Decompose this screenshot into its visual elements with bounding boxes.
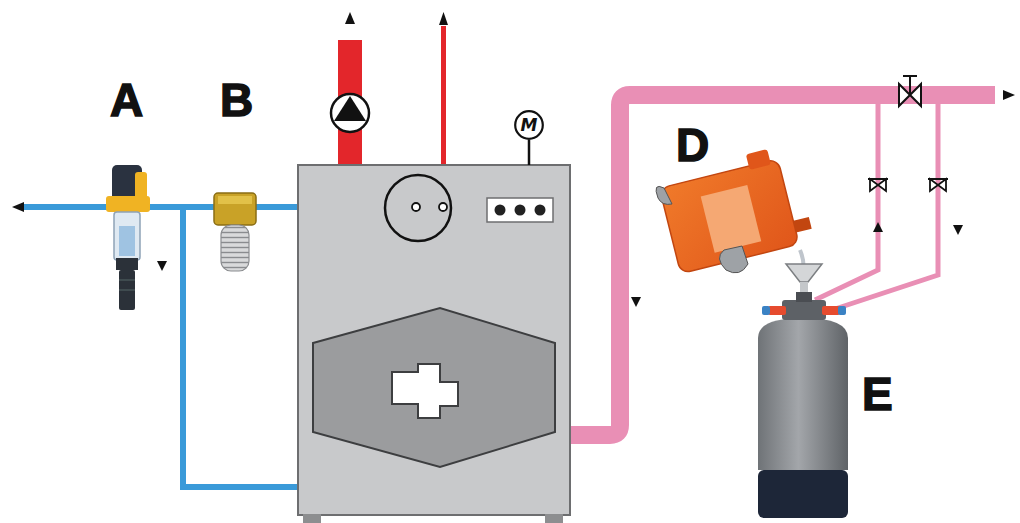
boiler-part	[528, 140, 531, 165]
motor-letter: M	[521, 117, 538, 134]
bypass-lines-part	[870, 179, 886, 191]
bypass-lines-part	[873, 222, 883, 232]
boiler-part	[535, 205, 546, 216]
return-pipe-part	[631, 297, 641, 307]
boiler	[298, 140, 570, 523]
boiler-part	[412, 203, 420, 211]
softener-tank	[758, 292, 848, 518]
boiler-part	[392, 364, 458, 418]
chemical-canister-part-part	[659, 159, 799, 274]
flow-pipe-part	[439, 12, 448, 25]
boiler-part	[439, 203, 447, 211]
pump-symbol	[331, 94, 369, 132]
motor-outline	[515, 111, 543, 139]
chemical-canister-part	[719, 246, 748, 273]
part-letter: E	[862, 371, 893, 417]
boiler-part	[303, 514, 321, 523]
softener-tank-part	[782, 300, 826, 320]
backwash-filter-part	[119, 270, 135, 310]
bypass-lines	[815, 104, 963, 310]
bypass-lines-part	[928, 178, 948, 180]
backwash-filter-part	[119, 290, 135, 291]
softener-tank-part	[796, 292, 812, 302]
backwash-filter-part	[106, 196, 150, 212]
dosing-filter	[214, 193, 256, 271]
shutoff-valve-part	[903, 75, 917, 77]
boiler-part	[385, 175, 451, 241]
softener-tank-part	[758, 318, 848, 470]
softener-tank-part	[768, 306, 786, 315]
dosing-filter-part	[214, 193, 256, 225]
bypass-lines-part	[930, 179, 946, 191]
backwash-filter-part	[119, 280, 135, 281]
softener-tank-part	[822, 306, 840, 315]
shutoff-valve-part	[909, 76, 911, 95]
boiler-part	[487, 198, 553, 222]
part-letter: B	[220, 77, 253, 123]
bypass-lines-part	[868, 178, 888, 180]
softener-tank-part	[758, 470, 848, 518]
funnel	[786, 264, 822, 296]
backwash-filter-part	[119, 226, 135, 256]
chemical-canister-part	[656, 186, 672, 204]
pump-symbol-part	[331, 94, 369, 132]
part-letter: A	[110, 77, 143, 123]
boiler-part	[298, 165, 570, 515]
softener-tank-part	[762, 306, 770, 315]
dosing-filter-part	[218, 196, 252, 204]
pump-symbol-part	[334, 96, 366, 121]
cold-water-pipe-part	[183, 207, 298, 487]
bypass-lines-part	[815, 104, 878, 300]
boiler-part	[313, 308, 555, 467]
bypass-lines-part	[953, 225, 963, 235]
boiler-part	[545, 514, 563, 523]
boiler-part	[515, 205, 526, 216]
chemical-canister-part-part	[793, 217, 811, 233]
boiler-part	[495, 205, 506, 216]
motor-symbol: M	[514, 110, 544, 140]
backwash-filter-part	[114, 212, 140, 260]
softener-tank-part	[838, 306, 846, 315]
chemical-canister-part-part	[701, 185, 762, 253]
bypass-lines-part	[832, 104, 938, 310]
flow-pipe-part	[345, 12, 355, 24]
part-letter: D	[676, 122, 709, 168]
backwash-filter-part	[116, 258, 138, 270]
funnel-part	[786, 264, 822, 282]
backwash-filter	[106, 165, 167, 310]
cold-water-pipe-part	[12, 202, 24, 212]
dosing-filter-part	[221, 225, 249, 271]
shutoff-valve	[899, 76, 921, 106]
backwash-filter-part	[157, 261, 167, 271]
chemical-canister-part-part	[746, 149, 771, 170]
return-pipe-part	[1003, 90, 1015, 100]
